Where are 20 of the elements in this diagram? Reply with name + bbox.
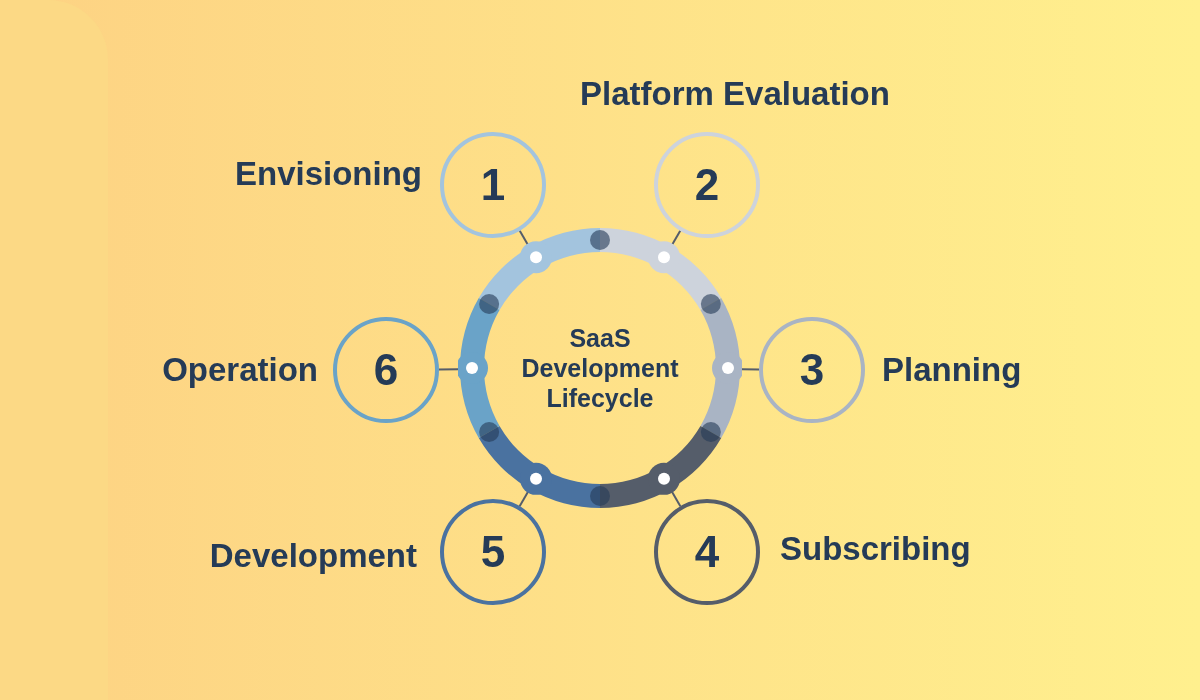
step-label: Operation xyxy=(162,351,318,389)
connector-line xyxy=(741,368,760,371)
step-number: 1 xyxy=(480,160,506,210)
step-number: 4 xyxy=(694,527,720,577)
step-circle xyxy=(440,132,546,238)
step-number: 2 xyxy=(694,160,720,210)
connector-line xyxy=(438,368,459,371)
step-label: Envisioning xyxy=(235,155,422,193)
step-label: Platform Evaluation xyxy=(580,75,890,113)
step-circle xyxy=(654,132,760,238)
step-label: Subscribing xyxy=(780,530,971,568)
step-circle xyxy=(654,499,760,605)
step-label: Development xyxy=(209,537,417,575)
step-label: Planning xyxy=(882,351,1022,389)
step-circle xyxy=(759,317,865,423)
step-circle xyxy=(333,317,439,423)
step-number: 5 xyxy=(480,527,506,577)
step-number: 3 xyxy=(799,345,825,395)
step-circle xyxy=(440,499,546,605)
step-number: 6 xyxy=(373,345,399,395)
